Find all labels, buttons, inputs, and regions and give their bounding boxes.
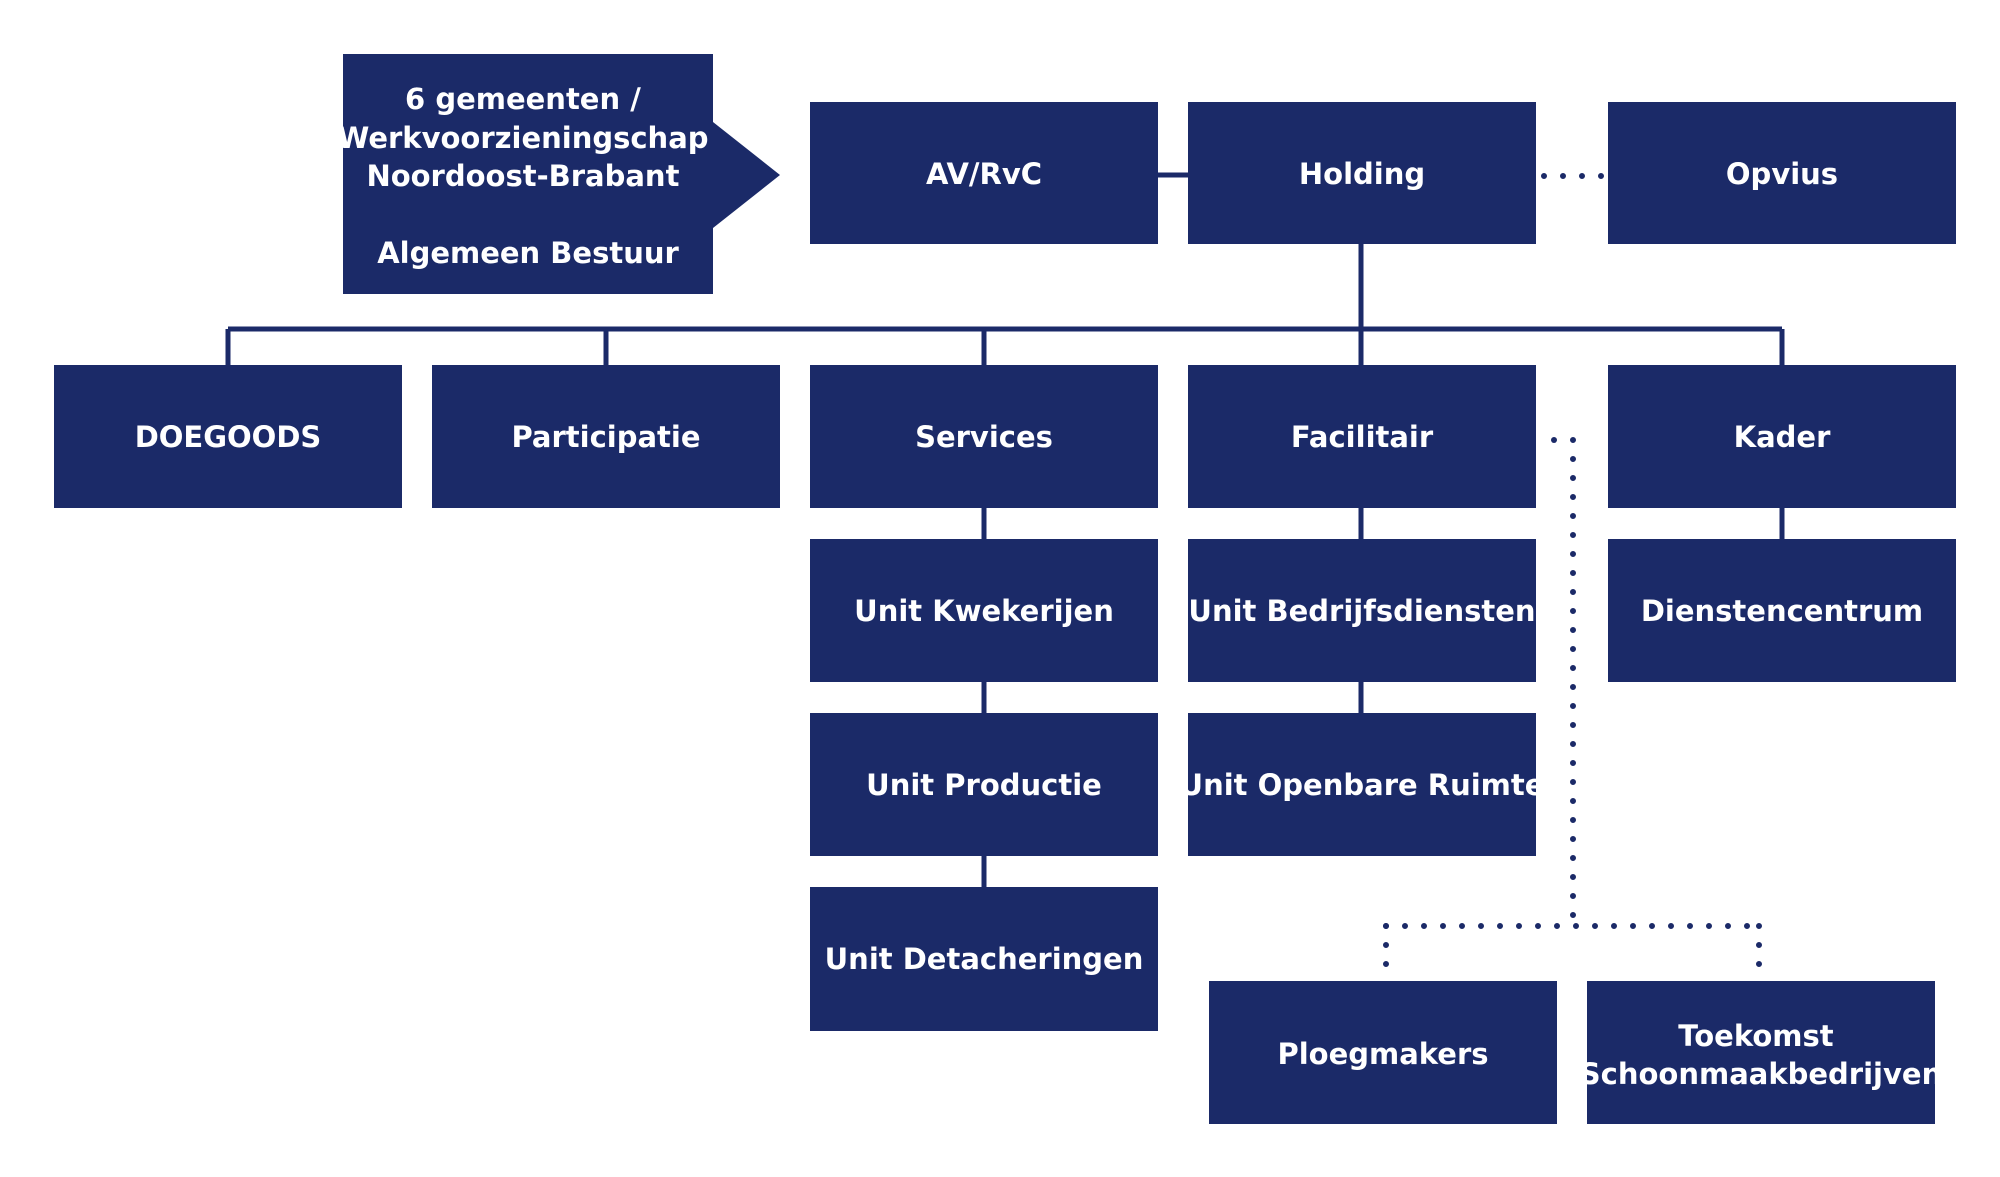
unit-kwekerijen-label: Unit Kwekerijen [854,594,1114,628]
unit-openbare-ruimte-box: Unit Openbare Ruimte [1180,713,1545,856]
unit-detacheringen-box: Unit Detacheringen [810,887,1158,1031]
governance-line-2: Werkvoorzieningschap [337,121,708,155]
toekomst-line-2: Schoonmaakbedrijven [1580,1057,1942,1091]
toekomst-box: Toekomst Schoonmaakbedrijven [1580,981,1942,1124]
solid-connectors [225,172,1785,887]
facilitair-label: Facilitair [1291,420,1434,454]
participatie-box: Participatie [432,365,780,508]
ploegmakers-label: Ploegmakers [1277,1037,1488,1071]
doegoods-label: DOEGOODS [135,420,322,454]
toekomst-label: Toekomst Schoonmaakbedrijven [1580,1019,1942,1091]
participatie-label: Participatie [511,420,700,454]
ploegmakers-box: Ploegmakers [1209,981,1557,1124]
unit-bedrijfsdiensten-box: Unit Bedrijfsdiensten [1188,539,1536,682]
governance-line-1: 6 gemeenten / [405,82,641,116]
opvius-box: Opvius [1608,102,1956,244]
kader-box: Kader [1608,365,1956,508]
unit-bedrijfsdiensten-label: Unit Bedrijfsdiensten [1188,594,1535,628]
unit-productie-box: Unit Productie [810,713,1158,856]
governance-line-5: Algemeen Bestuur [377,236,679,270]
holding-label: Holding [1299,157,1425,191]
unit-detacheringen-label: Unit Detacheringen [825,942,1144,976]
unit-productie-label: Unit Productie [866,768,1102,802]
governance-shape [343,54,780,294]
holding-box: Holding [1188,102,1536,244]
dotted-connectors [1383,173,1762,969]
facilitair-box: Facilitair [1188,365,1536,508]
services-label: Services [915,420,1053,454]
dienstencentrum-box: Dienstencentrum [1608,539,1956,682]
av-rvc-label: AV/RvC [926,157,1042,191]
toekomst-line-1: Toekomst [1678,1019,1833,1053]
unit-openbare-ruimte-label: Unit Openbare Ruimte [1180,768,1545,802]
av-rvc-box: AV/RvC [810,102,1158,244]
unit-kwekerijen-box: Unit Kwekerijen [810,539,1158,682]
governance-line-3: Noordoost-Brabant [366,159,679,193]
governance-label: 6 gemeenten / Werkvoorzieningschap Noord… [337,82,718,270]
governance-box: 6 gemeenten / Werkvoorzieningschap Noord… [337,54,780,294]
doegoods-box: DOEGOODS [54,365,402,508]
opvius-label: Opvius [1726,157,1838,191]
kader-label: Kader [1734,420,1831,454]
services-box: Services [810,365,1158,508]
dienstencentrum-label: Dienstencentrum [1641,594,1923,628]
